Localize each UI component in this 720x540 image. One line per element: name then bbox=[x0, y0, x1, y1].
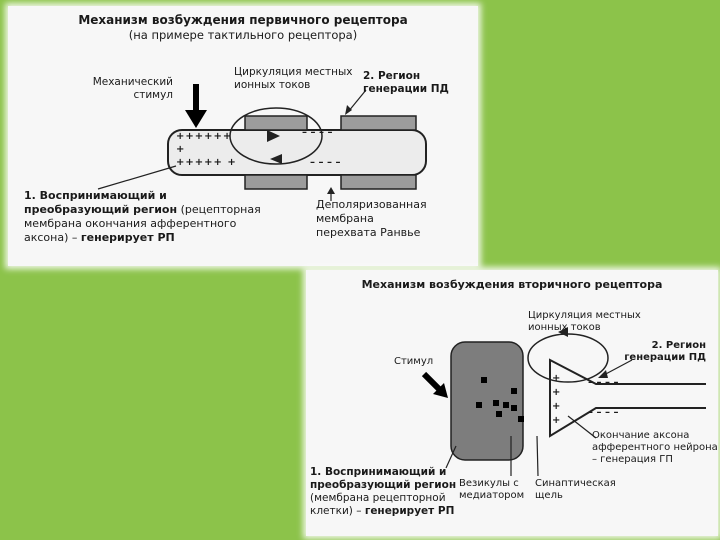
depolarized-membrane-label: Деполяризованная мембрана перехвата Ранв… bbox=[316, 198, 427, 239]
minus-charges-bottom: – – – – bbox=[588, 407, 619, 418]
axon-terminal-label: Окончание аксона афферентного нейрона – … bbox=[592, 430, 718, 465]
current-circulation-loop bbox=[527, 333, 609, 383]
plus-charges-top: ++++++ bbox=[176, 131, 233, 142]
plus-charges-bottom: +++++ + bbox=[176, 157, 237, 168]
stimulus-arrow bbox=[185, 110, 207, 128]
myelin-block-top-right bbox=[340, 115, 417, 131]
secondary-receptor-panel: Механизм возбуждения вторичного рецептор… bbox=[306, 270, 718, 536]
minus-charges-top: – – – – bbox=[588, 377, 619, 388]
primary-receptor-panel: Механизм возбуждения первичного рецептор… bbox=[8, 6, 478, 266]
stimulus-arrow bbox=[433, 383, 448, 398]
axon-terminal bbox=[549, 358, 706, 438]
plus-sign-3: + bbox=[552, 401, 561, 412]
primary-subtitle: (на примере тактильного рецептора) bbox=[128, 28, 358, 42]
receptor-cell bbox=[450, 341, 524, 461]
myelin-block-bottom-right bbox=[340, 174, 417, 190]
myelin-block-bottom-left bbox=[244, 174, 308, 190]
plus-charges-mid: + bbox=[176, 144, 185, 155]
region2-pointer bbox=[345, 105, 352, 115]
depolarized-pointer bbox=[327, 187, 335, 194]
region1-description: 1. Воспринимающий и преобразующий регион… bbox=[310, 466, 457, 517]
plus-sign-1: + bbox=[552, 373, 561, 384]
minus-charges-bottom: – – – – bbox=[310, 157, 341, 168]
region2-pointer bbox=[598, 370, 608, 378]
plus-sign-4: + bbox=[552, 415, 561, 426]
stimulus-label: Стимул bbox=[394, 356, 434, 367]
current-circulation-loop bbox=[229, 107, 323, 165]
vesicles bbox=[476, 377, 524, 422]
minus-charges-top: – – – – bbox=[302, 127, 333, 138]
plus-sign-2: + bbox=[552, 387, 561, 398]
myelin-block-top-left bbox=[244, 115, 308, 131]
region1-description: 1. Воспринимающий и преобразующий регион… bbox=[24, 189, 261, 244]
secondary-receptor-diagram bbox=[421, 327, 706, 477]
primary-receptor-diagram bbox=[97, 84, 427, 201]
secondary-title: Механизм возбуждения вторичного рецептор… bbox=[361, 278, 663, 291]
primary-title: Механизм возбуждения первичного рецептор… bbox=[78, 13, 408, 27]
